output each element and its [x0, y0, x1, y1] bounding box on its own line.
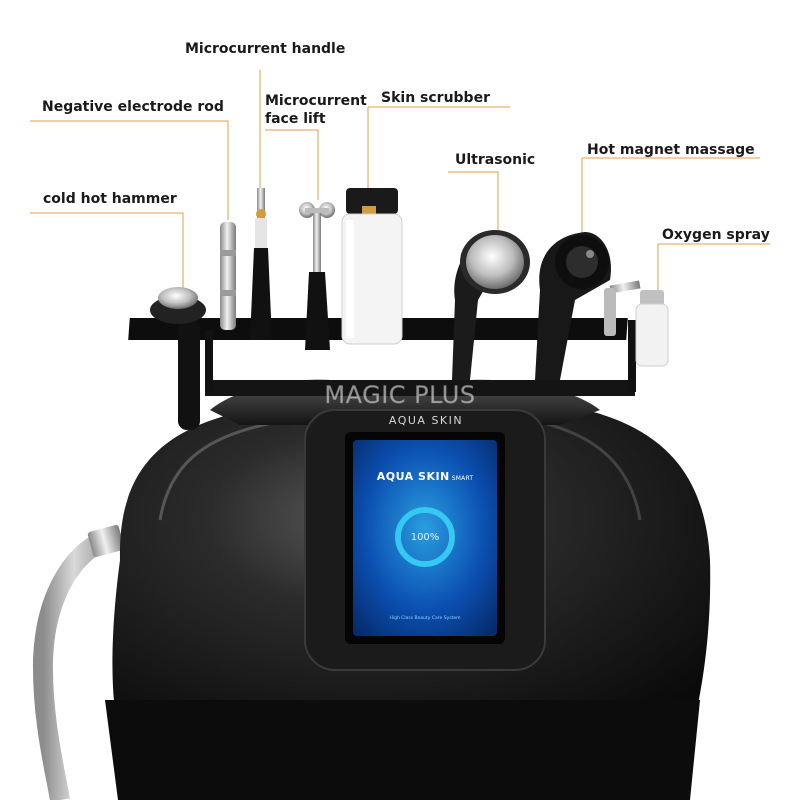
label-hot-magnet-massage: Hot magnet massage [587, 142, 755, 158]
cold-hot-hammer [150, 287, 206, 430]
device-base [105, 700, 700, 800]
ultrasonic [452, 230, 530, 380]
hose [32, 530, 110, 802]
device-brand-label: AQUA SKIN [388, 414, 464, 427]
screen-title-suffix: SMART [451, 475, 474, 482]
oxygen-spray [604, 280, 669, 367]
hose-connector [87, 524, 125, 558]
tool-rack-lower [205, 380, 635, 396]
label-microcurrent-face-lift: Microcurrent face lift [265, 93, 367, 127]
label-negative-electrode-rod: Negative electrode rod [42, 99, 224, 115]
watermark: MAGIC PLUS [324, 381, 476, 410]
leader-lines [30, 70, 770, 305]
progress-text: 100% [410, 532, 440, 543]
skin-scrubber [341, 188, 403, 345]
label-ultrasonic: Ultrasonic [455, 152, 536, 168]
hot-magnet-massage [535, 232, 611, 380]
label-microcurrent-handle: Microcurrent handle [185, 41, 346, 57]
microcurrent-handle [250, 188, 272, 340]
microcurrent-face-lift [299, 202, 335, 350]
touch-screen[interactable] [353, 440, 497, 636]
screen-footer: High Class Beauty Care System [389, 616, 461, 621]
negative-electrode-rod [220, 222, 236, 330]
label-skin-scrubber: Skin scrubber [381, 90, 490, 106]
label-cold-hot-hammer: cold hot hammer [43, 191, 177, 207]
progress-ring [395, 507, 455, 567]
label-oxygen-spray: Oxygen spray [662, 227, 770, 243]
